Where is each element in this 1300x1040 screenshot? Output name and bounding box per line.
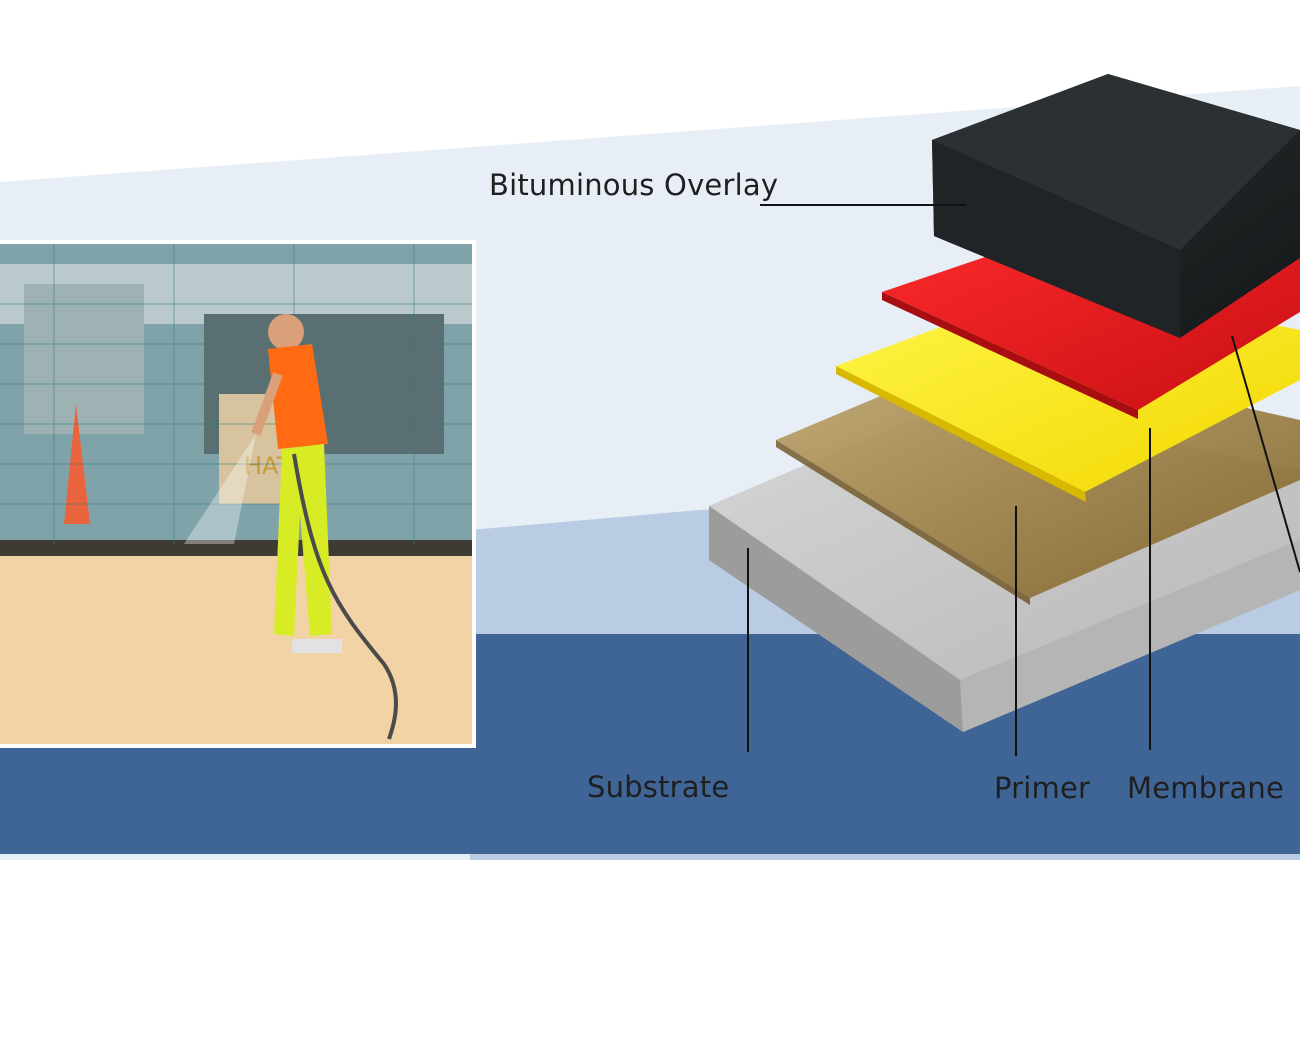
label-bituminous-overlay: Bituminous Overlay <box>489 168 779 202</box>
worker-figure <box>184 314 398 740</box>
label-membrane: Membrane <box>1127 771 1285 805</box>
overlay-layer <box>932 74 1300 338</box>
label-substrate: Substrate <box>587 770 730 804</box>
red-membrane-leader <box>1231 335 1300 573</box>
leader-lines <box>747 204 1300 756</box>
worker-spraying-photo: HATTO <box>0 240 476 748</box>
label-primer: Primer <box>994 771 1091 805</box>
